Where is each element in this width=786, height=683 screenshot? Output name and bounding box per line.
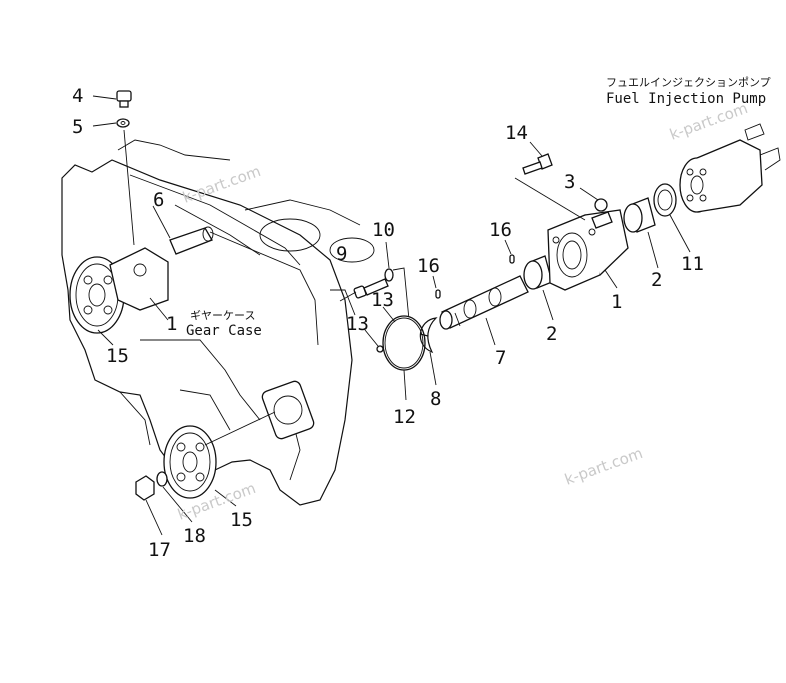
bearing-11 bbox=[653, 183, 677, 217]
callout-5: 5 bbox=[72, 116, 83, 138]
gear-case-title-en: Gear Case bbox=[186, 323, 262, 339]
washer-18 bbox=[156, 471, 168, 487]
callout-2: 2 bbox=[546, 323, 557, 345]
fuel-injection-pump-title-jp: フュエルインジェクションポンプ bbox=[606, 76, 771, 89]
callout-9: 9 bbox=[336, 243, 347, 265]
callout-3: 3 bbox=[564, 171, 575, 193]
callout-6: 6 bbox=[153, 189, 164, 211]
callout-15: 15 bbox=[230, 509, 253, 531]
lower-gear-15 bbox=[163, 411, 276, 499]
callout-13: 13 bbox=[371, 289, 394, 311]
callout-18: 18 bbox=[183, 525, 206, 547]
callout-8: 8 bbox=[430, 388, 441, 410]
leader-4-5 bbox=[123, 129, 135, 246]
watermark-text: k-part.com bbox=[180, 162, 263, 207]
housing-1 bbox=[547, 209, 629, 291]
bushing-2-middle bbox=[523, 255, 553, 290]
nut-17 bbox=[135, 475, 155, 501]
gear-case-title-jp: ギヤーケース bbox=[190, 309, 255, 322]
leader-10 bbox=[392, 267, 411, 331]
callout-4: 4 bbox=[72, 85, 83, 107]
bolt-14 bbox=[514, 153, 586, 221]
drive-shaft-7 bbox=[439, 275, 529, 330]
bolt-9 bbox=[353, 278, 389, 299]
gear-case-housing bbox=[61, 139, 375, 506]
fuel-injection-pump bbox=[679, 123, 781, 213]
callout-11: 11 bbox=[681, 253, 704, 275]
washer-5 bbox=[116, 118, 130, 128]
callout-1: 1 bbox=[611, 291, 622, 313]
upper-gear-15 bbox=[69, 247, 169, 334]
callout-12: 12 bbox=[393, 406, 416, 428]
callout-13: 13 bbox=[346, 313, 369, 335]
callout-17: 17 bbox=[148, 539, 171, 561]
bushing-2-right bbox=[623, 197, 656, 233]
watermark-text: k-part.com bbox=[562, 444, 645, 489]
washer-10 bbox=[384, 268, 394, 282]
callout-1: 1 bbox=[166, 313, 177, 335]
bolt-4 bbox=[116, 90, 132, 108]
leader-lines bbox=[92, 95, 691, 536]
o-ring-12 bbox=[382, 315, 426, 371]
snap-ring-8 bbox=[419, 317, 438, 354]
callout-10: 10 bbox=[372, 219, 395, 241]
callout-2: 2 bbox=[651, 269, 662, 291]
callout-7: 7 bbox=[495, 347, 506, 369]
bolt-3 bbox=[591, 198, 613, 229]
callout-16: 16 bbox=[489, 219, 512, 241]
shaft-6 bbox=[169, 226, 214, 255]
callout-14: 14 bbox=[505, 122, 528, 144]
callout-16: 16 bbox=[417, 255, 440, 277]
pin-16 bbox=[435, 254, 515, 299]
fuel-injection-pump-title-en: Fuel Injection Pump bbox=[606, 91, 766, 107]
callout-15: 15 bbox=[106, 345, 129, 367]
